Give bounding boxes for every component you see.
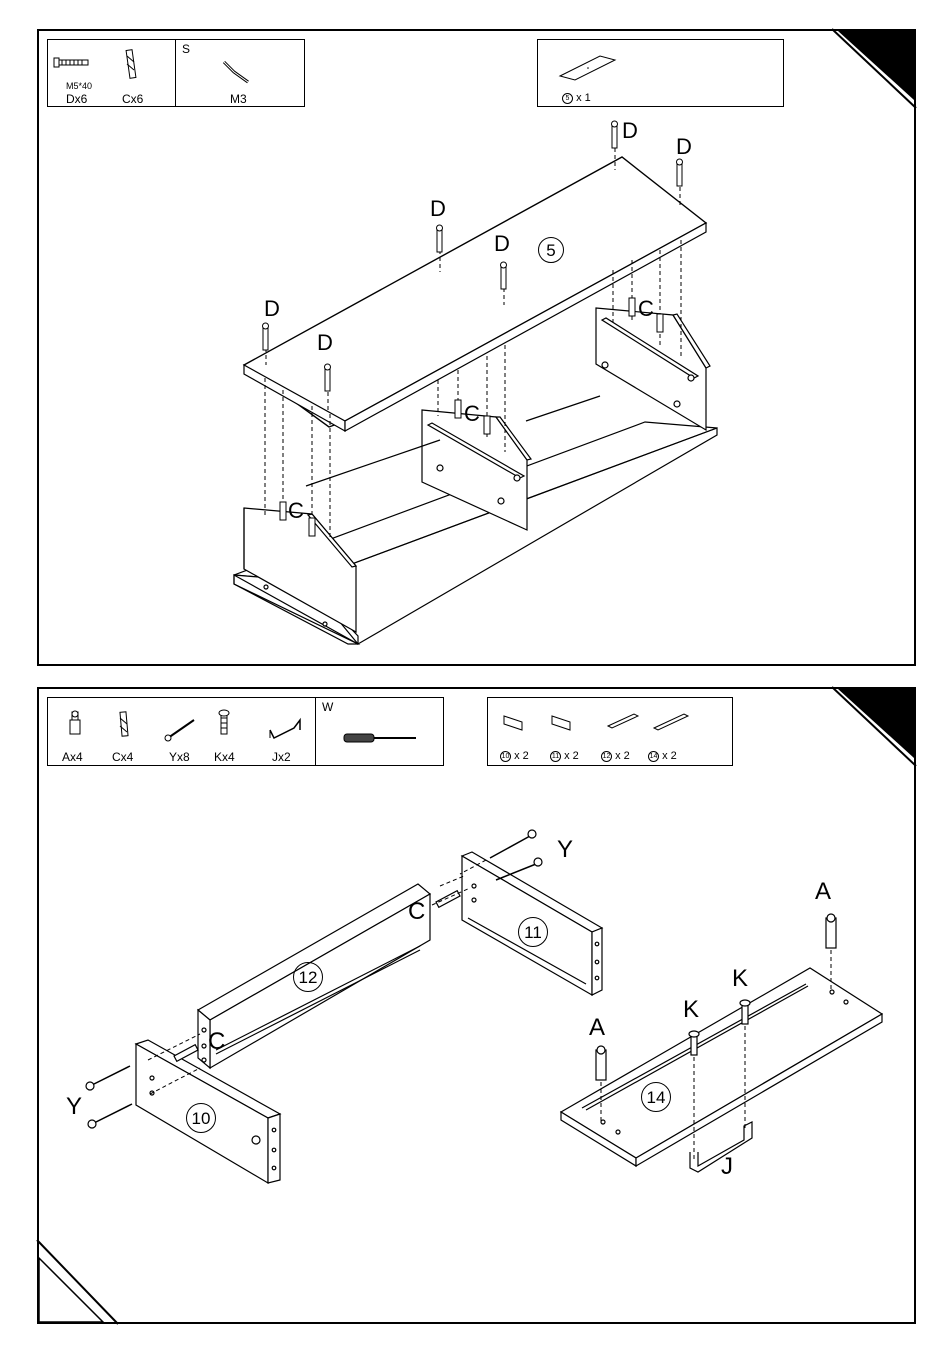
cam-bolt-a-label: A	[589, 1016, 605, 1040]
parts-box: 10 x 2 11 x 2 12 x 2 14 x 2	[487, 697, 733, 766]
part-10-qty: 10 x 2	[500, 750, 529, 762]
hardware-box: M5*40 Dx6 Cx6 S M3	[47, 39, 305, 107]
panel-5-callout: 5	[538, 237, 564, 263]
screw-k-label: K	[732, 967, 748, 991]
part-12-qty: 12 x 2	[601, 750, 630, 762]
panel-14-callout: 14	[641, 1082, 671, 1112]
handle-j-label: J	[721, 1155, 733, 1179]
d-count-label: Dx6	[66, 92, 87, 106]
panel-12-callout: 12	[293, 962, 323, 992]
dowel-c-label: C	[208, 1030, 225, 1054]
step-2-panel	[37, 687, 916, 1324]
c-count-label: Cx6	[122, 92, 143, 106]
parts-box: 5 x 1	[537, 39, 784, 107]
y-count-label: Yx8	[169, 750, 190, 764]
panel-11-callout: 11	[518, 917, 548, 947]
panel-10-callout: 10	[186, 1103, 216, 1133]
tool-section-label: S	[182, 42, 190, 56]
tool-label: M3	[230, 92, 247, 106]
hardware-box: Ax4 Cx4 Yx8 Kx4 Jx2 W	[47, 697, 444, 766]
dowel-c-label: C	[464, 403, 480, 425]
k-count-label: Kx4	[214, 750, 235, 764]
d-size-label: M5*40	[66, 81, 92, 91]
screw-k-label: K	[683, 998, 699, 1022]
screw-d-label: D	[622, 120, 638, 142]
part-11-qty: 11 x 2	[550, 750, 579, 762]
step-1-panel	[37, 29, 916, 666]
c-count-label: Cx4	[112, 750, 133, 764]
a-count-label: Ax4	[62, 750, 83, 764]
dowel-c-label: C	[288, 500, 304, 522]
screw-d-label: D	[430, 198, 446, 220]
dowel-c-label: C	[408, 900, 425, 924]
screw-y-label: Y	[557, 838, 573, 862]
screw-d-label: D	[317, 332, 333, 354]
tool-section-label: W	[322, 700, 333, 714]
screw-d-label: D	[494, 233, 510, 255]
part-14-qty: 14 x 2	[648, 750, 677, 762]
dowel-c-label: C	[638, 298, 654, 320]
j-count-label: Jx2	[272, 750, 291, 764]
screwdriver-icon	[48, 698, 445, 767]
screw-d-label: D	[676, 136, 692, 158]
screw-y-label: Y	[66, 1095, 82, 1119]
cam-bolt-a-label: A	[815, 880, 831, 904]
screw-d-label: D	[264, 298, 280, 320]
panel-5-qty: 5 x 1	[562, 92, 591, 104]
